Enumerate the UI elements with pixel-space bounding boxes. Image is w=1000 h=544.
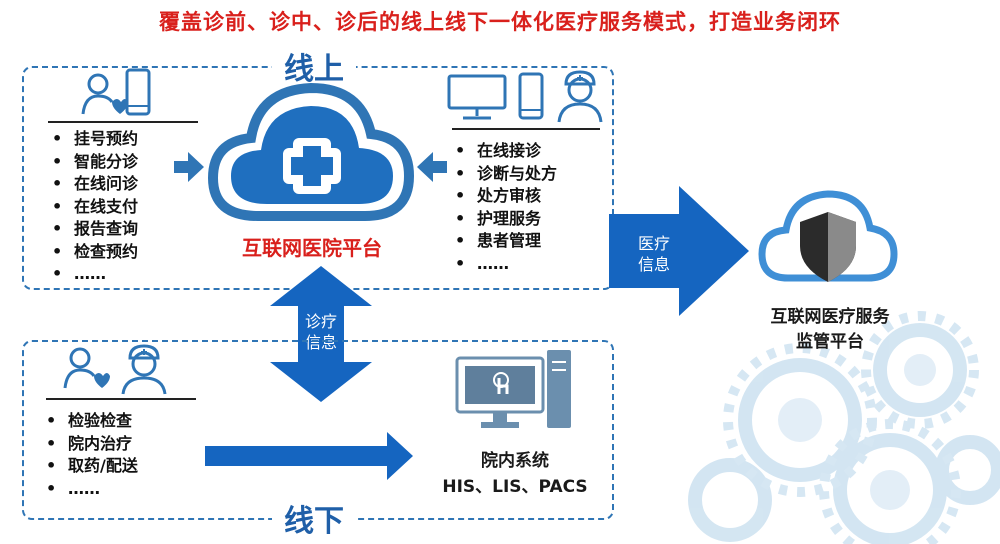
cloud-shield-icon (758, 190, 898, 282)
list-item: …… (455, 253, 557, 276)
medical-info-arrow-label: 医疗 信息 (624, 233, 684, 275)
arrow-right-small-icon (174, 152, 204, 182)
list-item: …… (52, 263, 138, 286)
diagnosis-info-arrow (270, 266, 372, 402)
internet-hospital-platform-label: 互联网医院平台 (242, 236, 382, 260)
list-item: 报告查询 (52, 218, 138, 241)
offline-list-divider (46, 398, 196, 400)
monitor-icon (447, 74, 507, 120)
list-item: …… (46, 478, 138, 501)
patient-heart-icon (81, 73, 128, 115)
list-item: 在线问诊 (52, 173, 138, 196)
online-patient-list: 挂号预约 智能分诊 在线问诊 在线支付 报告查询 检查预约 …… (52, 128, 138, 286)
list-item: 患者管理 (455, 230, 557, 253)
hospital-system-label: 院内系统 (481, 451, 549, 471)
list-item: 检查预约 (52, 241, 138, 264)
doctor-icon (557, 70, 603, 123)
right-list-divider (452, 128, 600, 130)
online-section-label: 线上 (272, 44, 356, 88)
list-item: 取药/配送 (46, 455, 138, 478)
list-item: 在线接诊 (455, 140, 557, 163)
phone-icon (518, 72, 544, 120)
page-title: 覆盖诊前、诊中、诊后的线上线下一体化医疗服务模式，打造业务闭环 (159, 10, 841, 34)
offline-section-label: 线下 (272, 496, 356, 540)
list-item: 挂号预约 (52, 128, 138, 151)
list-item: 院内治疗 (46, 433, 138, 456)
list-item: 智能分诊 (52, 151, 138, 174)
arrow-label-line2: 信息 (637, 255, 670, 274)
offline-flow-arrow (205, 432, 413, 480)
list-item: 在线支付 (52, 196, 138, 219)
gear-background-decoration (688, 311, 1000, 544)
medical-info-arrow (609, 186, 749, 316)
hospital-system-names: HIS、LIS、PACS (442, 477, 588, 497)
list-item: 诊断与处方 (455, 163, 557, 186)
list-item: 检验检查 (46, 410, 138, 433)
computer-touch-icon (455, 350, 571, 428)
offline-service-list: 检验检查 院内治疗 取药/配送 …… (46, 410, 138, 500)
online-doctor-list: 在线接诊 诊断与处方 处方审核 护理服务 患者管理 …… (455, 140, 557, 275)
arrow-label-line2: 信息 (304, 333, 337, 352)
regulator-label-line2: 监管平台 (796, 332, 864, 352)
diagnosis-info-arrow-label: 诊疗 信息 (293, 311, 349, 353)
list-item: 护理服务 (455, 208, 557, 231)
arrow-left-small-icon (417, 152, 447, 182)
cloud-medical-icon (207, 82, 415, 221)
left-list-divider (48, 121, 198, 123)
phone-icon (125, 68, 151, 116)
patient-heart-icon (63, 347, 110, 389)
arrow-label-line1: 医疗 (637, 234, 670, 253)
regulator-platform-label: 互联网医疗服务 监管平台 (730, 302, 930, 352)
arrow-label-line1: 诊疗 (304, 312, 337, 331)
list-item: 处方审核 (455, 185, 557, 208)
regulator-label-line1: 互联网医疗服务 (770, 307, 890, 327)
doctor-icon (121, 344, 167, 395)
